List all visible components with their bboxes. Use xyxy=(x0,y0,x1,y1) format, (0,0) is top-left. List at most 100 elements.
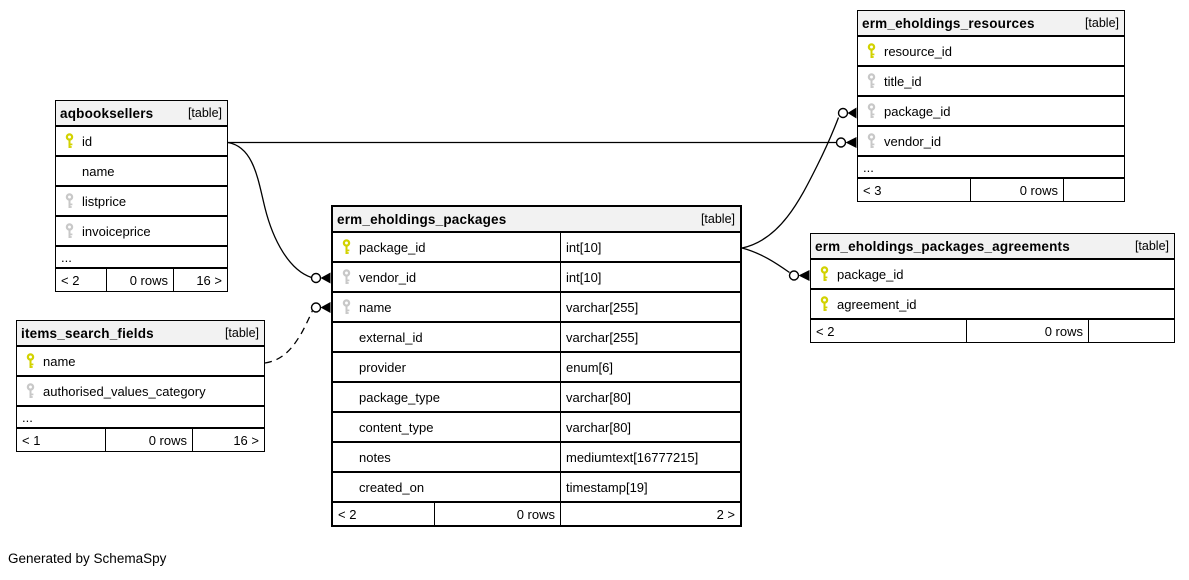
column-name-cell: vendor_id xyxy=(858,127,1124,155)
column-row-content_type: content_type varchar[80] xyxy=(333,413,740,443)
table-header-aqbooksellers[interactable]: aqbooksellers[table] xyxy=(56,101,227,127)
column-name-cell: provider xyxy=(333,353,561,381)
no-key-spacer xyxy=(333,413,359,441)
column-name: package_id xyxy=(837,266,904,282)
more-columns-ellipsis: ... xyxy=(858,157,1124,179)
column-name-cell: package_type xyxy=(333,383,561,411)
primary-key-icon xyxy=(811,290,837,318)
column-row-resource_id: resource_id xyxy=(858,37,1124,67)
column-name-cell: vendor_id xyxy=(333,263,561,291)
relationship-line xyxy=(741,117,840,249)
column-name: content_type xyxy=(359,419,434,435)
column-row-notes: notes mediumtext[16777215] xyxy=(333,443,740,473)
column-row-listprice: listprice xyxy=(56,187,227,217)
table-header-erm_eholdings_packages_agreements[interactable]: erm_eholdings_packages_agreements[table] xyxy=(811,234,1174,260)
more-columns-ellipsis: ... xyxy=(17,407,264,429)
column-name: title_id xyxy=(884,73,922,89)
foreign-key-icon xyxy=(333,293,359,321)
table-tag: [table] xyxy=(1134,239,1169,253)
column-name: created_on xyxy=(359,479,425,495)
foreign-key-icon xyxy=(858,67,884,95)
column-type: mediumtext[16777215] xyxy=(566,449,699,465)
table-header-erm_eholdings_packages[interactable]: erm_eholdings_packages[table] xyxy=(333,207,740,233)
column-name: agreement_id xyxy=(837,296,917,312)
column-type: varchar[80] xyxy=(566,419,632,435)
column-type: enum[6] xyxy=(566,359,613,375)
column-name: listprice xyxy=(82,193,127,209)
column-name-cell: name xyxy=(333,293,561,321)
column-name: invoiceprice xyxy=(82,223,151,239)
column-name-cell: title_id xyxy=(858,67,1124,95)
crows-foot-arrow xyxy=(320,272,331,284)
no-key-spacer xyxy=(333,383,359,411)
primary-key-icon xyxy=(56,127,82,155)
column-row-name: name xyxy=(56,157,227,187)
table-name: items_search_fields xyxy=(21,325,154,341)
crows-foot-arrow xyxy=(798,270,810,281)
column-name-cell: authorised_values_category xyxy=(17,377,264,405)
table-header-erm_eholdings_resources[interactable]: erm_eholdings_resources[table] xyxy=(858,11,1124,37)
column-name-cell: package_id xyxy=(811,260,1174,288)
column-row-provider: provider enum[6] xyxy=(333,353,740,383)
column-type: int[10] xyxy=(566,269,602,285)
column-name: package_id xyxy=(359,239,426,255)
no-key-spacer xyxy=(333,323,359,351)
column-type: varchar[255] xyxy=(566,329,639,345)
footer-children xyxy=(1064,179,1124,201)
column-name: package_id xyxy=(884,103,951,119)
column-type: varchar[255] xyxy=(566,299,639,315)
column-row-id: id xyxy=(56,127,227,157)
column-name: authorised_values_category xyxy=(43,383,206,399)
zero-or-many-circle xyxy=(310,302,322,313)
footer-rows: 0 rows xyxy=(967,320,1089,342)
footer-rows: 0 rows xyxy=(106,429,193,451)
zero-or-many-circle xyxy=(310,272,322,284)
foreign-key-icon xyxy=(56,187,82,215)
relationship-line xyxy=(264,310,314,364)
crows-foot-arrow xyxy=(320,302,331,313)
column-name-cell: id xyxy=(56,127,227,155)
zero-or-many-circle xyxy=(835,137,847,148)
column-name: resource_id xyxy=(884,43,952,59)
column-type: varchar[80] xyxy=(566,389,632,405)
footer-children: 2 > xyxy=(716,506,735,522)
table-tag: [table] xyxy=(1084,16,1119,30)
table-erm_eholdings_resources: erm_eholdings_resources[table] resource_i… xyxy=(857,10,1125,202)
primary-key-icon xyxy=(17,347,43,375)
table-tag: [table] xyxy=(187,106,222,120)
column-name-cell: content_type xyxy=(333,413,561,441)
relationship-line xyxy=(741,247,790,274)
column-row-agreement_id: agreement_id xyxy=(811,290,1174,320)
column-name: vendor_id xyxy=(359,269,417,285)
column-name-cell: package_id xyxy=(858,97,1124,125)
column-row-name: name varchar[255] xyxy=(333,293,740,323)
no-key-spacer xyxy=(333,353,359,381)
primary-key-icon xyxy=(333,233,359,261)
foreign-key-icon xyxy=(56,217,82,245)
column-row-title_id: title_id xyxy=(858,67,1124,97)
table-tag: [table] xyxy=(224,326,259,340)
foreign-key-icon xyxy=(17,377,43,405)
footer-parents: < 2 xyxy=(56,269,107,291)
footer-parents: < 2 xyxy=(811,320,967,342)
crows-foot-arrow xyxy=(845,137,857,148)
column-name-cell: created_on xyxy=(333,473,561,501)
more-columns-ellipsis: ... xyxy=(56,247,227,269)
column-name-cell: name xyxy=(17,347,264,375)
column-row-package_type: package_type varchar[80] xyxy=(333,383,740,413)
column-name: notes xyxy=(359,449,391,465)
table-erm_eholdings_packages_agreements: erm_eholdings_packages_agreements[table]… xyxy=(810,233,1175,343)
column-row-authorised_values_category: authorised_values_category xyxy=(17,377,264,407)
foreign-key-icon xyxy=(858,127,884,155)
column-row-package_id: package_id xyxy=(858,97,1124,127)
column-name: vendor_id xyxy=(884,133,942,149)
column-name: name xyxy=(43,353,76,369)
column-type: int[10] xyxy=(566,239,602,255)
table-header-items_search_fields[interactable]: items_search_fields [table] xyxy=(17,321,264,347)
